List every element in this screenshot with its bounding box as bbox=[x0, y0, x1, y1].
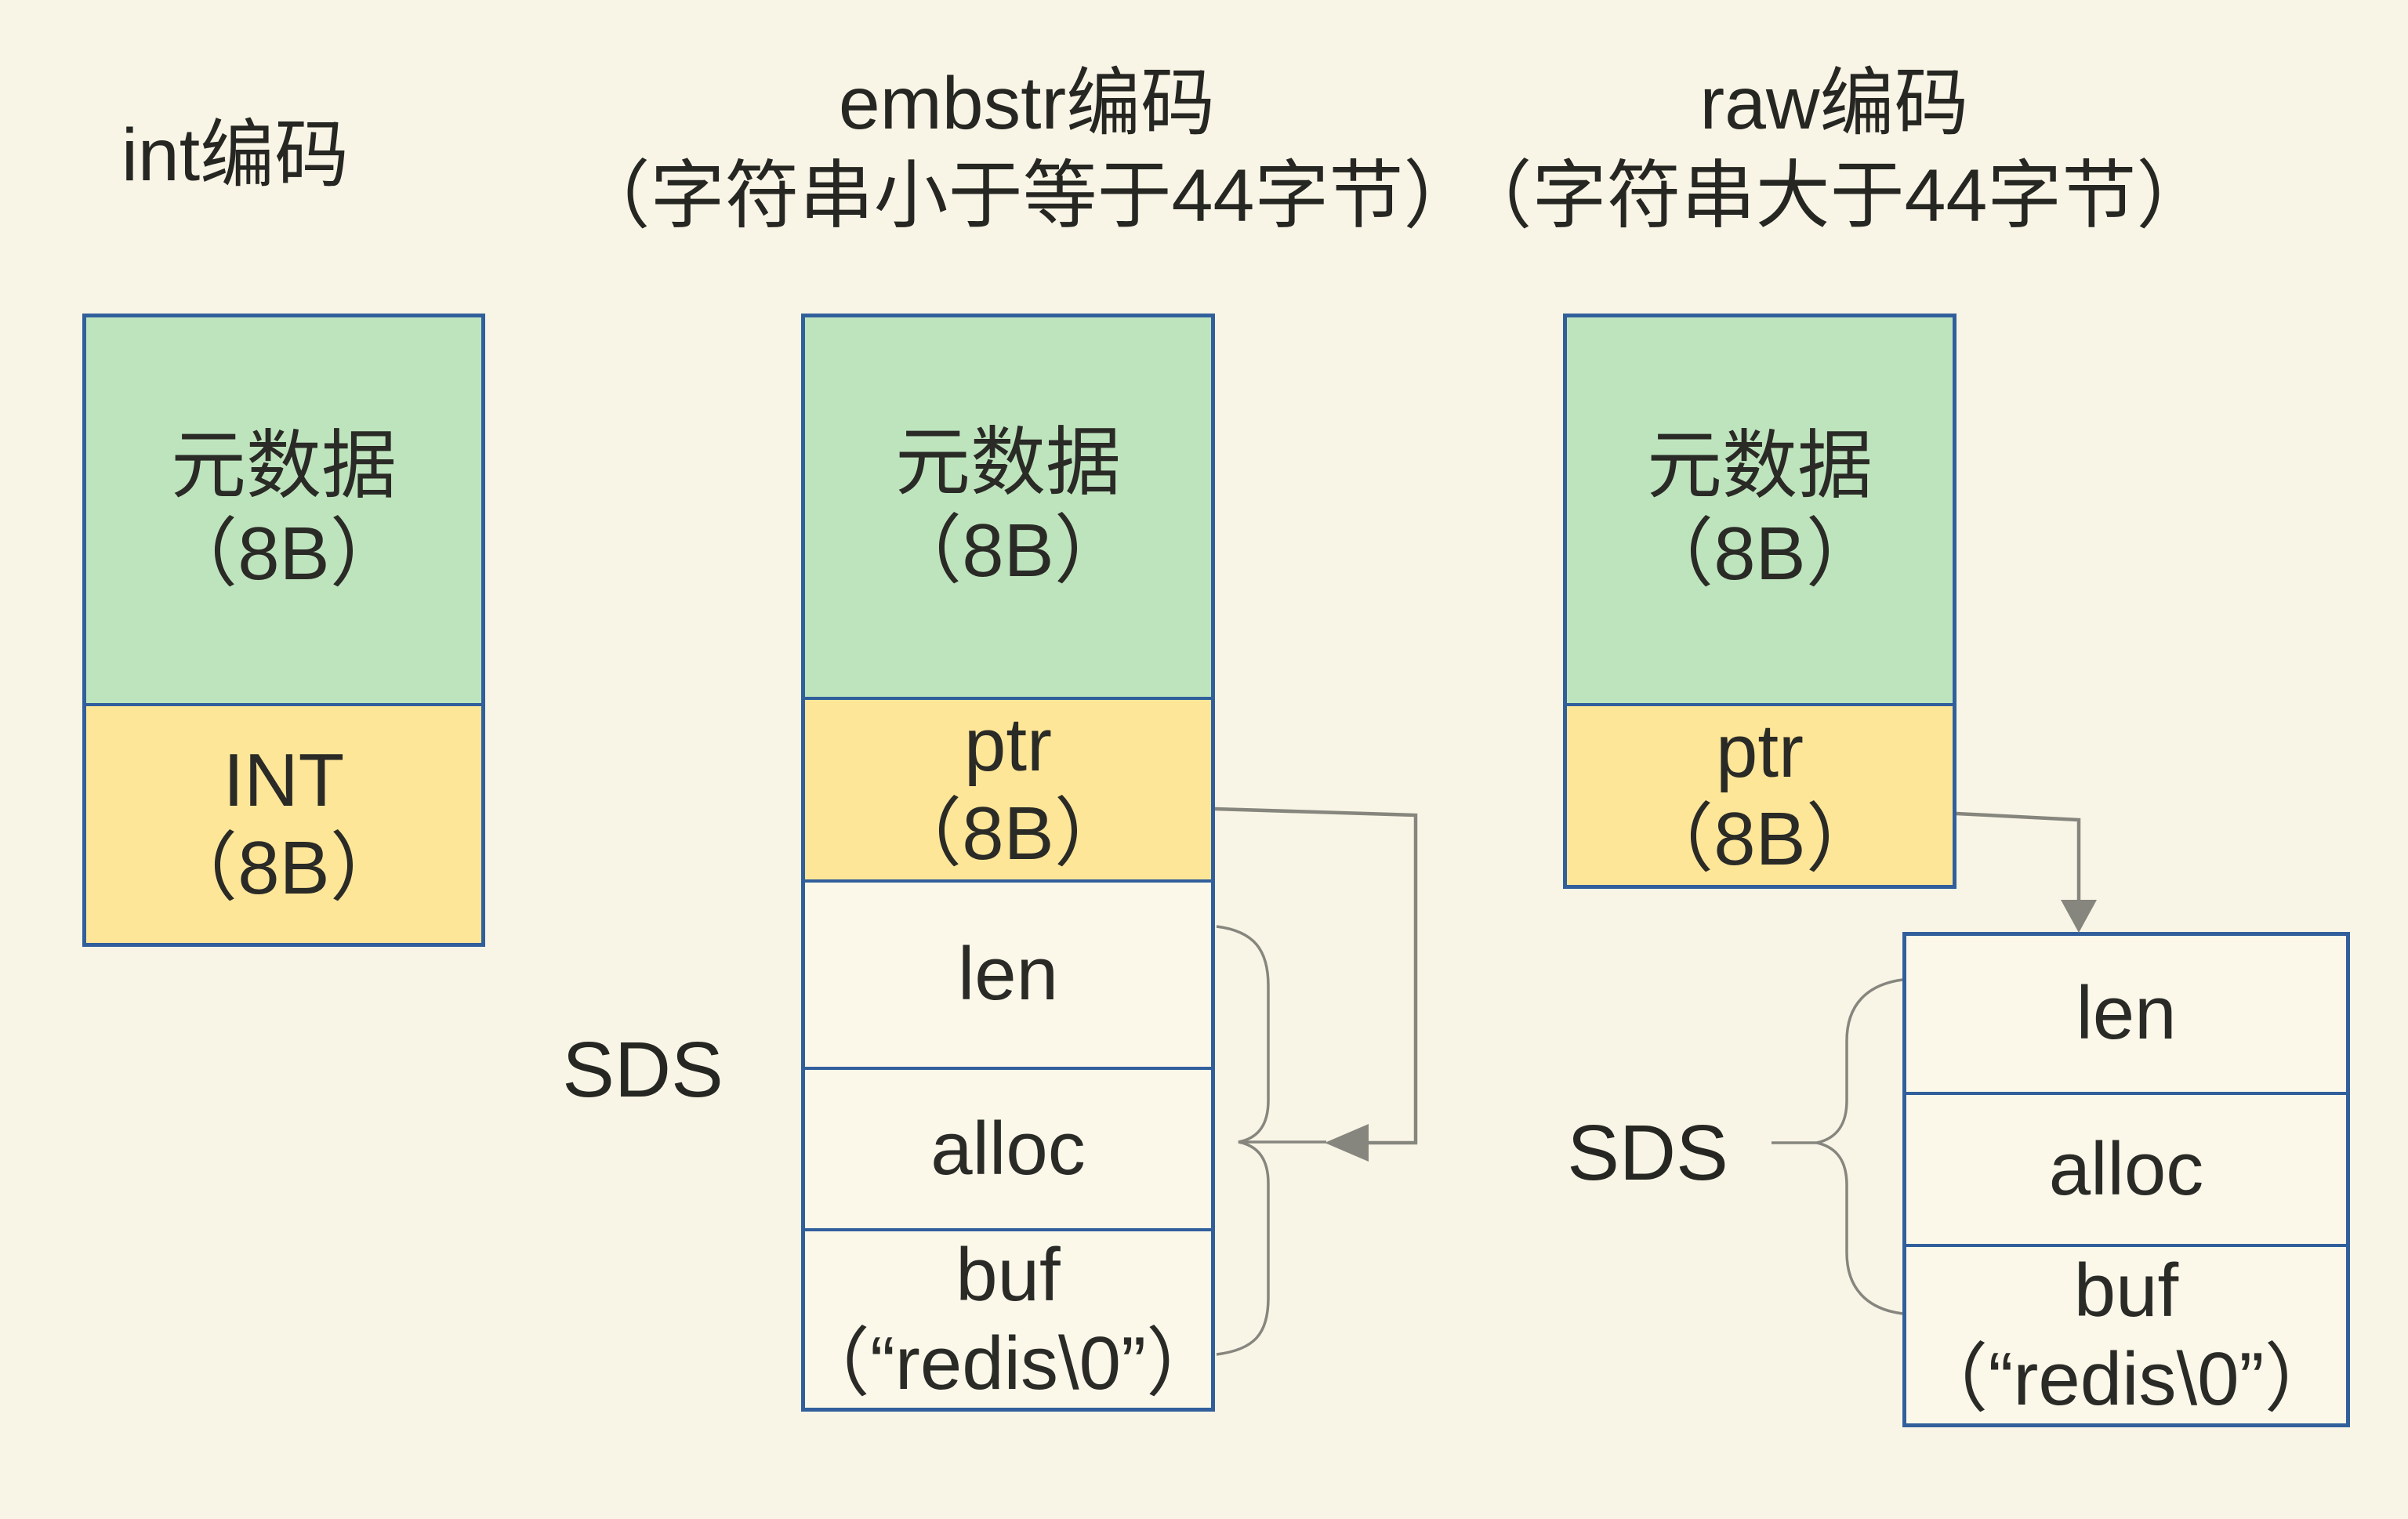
column-title-embstr: embstr编码 （字符串小于等于44字节） bbox=[557, 58, 1497, 243]
raw-sds-struct-box: len alloc buf （“redis\0”） bbox=[1902, 932, 2350, 1427]
raw-sds-label: SDS bbox=[1567, 1109, 1728, 1197]
raw-sds-len-cell: len bbox=[1906, 936, 2346, 1092]
embstr-arrowhead-left-icon bbox=[1325, 1124, 1369, 1162]
embstr-sds-len-label: len bbox=[957, 932, 1059, 1017]
raw-sds-alloc-cell: alloc bbox=[1906, 1091, 2346, 1245]
embstr-sds-buf-label: buf bbox=[956, 1233, 1061, 1318]
raw-sds-brace-icon bbox=[1816, 978, 1903, 1315]
embstr-ptr-connector-line bbox=[1214, 807, 1418, 1145]
raw-object-box: 元数据 （8B） ptr （8B） bbox=[1563, 314, 1956, 889]
int-field-cell: INT （8B） bbox=[86, 703, 481, 943]
embstr-ptr-label: ptr bbox=[963, 703, 1053, 788]
raw-arrowhead-down-icon bbox=[2061, 900, 2097, 933]
raw-ptr-cell: ptr （8B） bbox=[1567, 703, 1953, 885]
title-int-line1: int编码 bbox=[121, 114, 350, 197]
raw-sds-buf-value: （“redis\0”） bbox=[1913, 1336, 2340, 1421]
raw-sds-alloc-label: alloc bbox=[2048, 1126, 2204, 1211]
int-meta-label: 元数据 bbox=[171, 423, 397, 508]
raw-ptr-label: ptr bbox=[1715, 709, 1804, 793]
embstr-meta-label: 元数据 bbox=[895, 420, 1121, 505]
raw-meta-size: （8B） bbox=[1638, 512, 1881, 596]
embstr-sds-buf-cell: buf （“redis\0”） bbox=[795, 1228, 1221, 1408]
raw-meta-label: 元数据 bbox=[1647, 423, 1873, 508]
embstr-sds-alloc-label: alloc bbox=[930, 1106, 1086, 1191]
embstr-sds-brace-icon bbox=[1216, 925, 1270, 1356]
embstr-sds-len-cell: len bbox=[805, 879, 1211, 1067]
raw-sds-buf-cell: buf （“redis\0”） bbox=[1906, 1244, 2346, 1423]
embstr-sds-label: SDS bbox=[562, 1026, 723, 1114]
raw-sds-len-label: len bbox=[2076, 971, 2177, 1056]
embstr-meta-cell: 元数据 （8B） bbox=[805, 317, 1211, 698]
title-raw-line1: raw编码 bbox=[1699, 62, 1969, 145]
column-title-int: int编码 bbox=[47, 110, 423, 202]
column-title-raw: raw编码 （字符串大于44字节） bbox=[1442, 58, 2226, 243]
int-field-size: （8B） bbox=[162, 826, 405, 910]
raw-meta-cell: 元数据 （8B） bbox=[1567, 317, 1953, 703]
embstr-ptr-size: （8B） bbox=[887, 791, 1130, 876]
int-object-box: 元数据 （8B） INT （8B） bbox=[82, 314, 485, 947]
raw-ptr-connector-line bbox=[1956, 811, 2081, 901]
raw-sds-buf-label: buf bbox=[2073, 1249, 2179, 1333]
embstr-sds-buf-value: （“redis\0”） bbox=[794, 1321, 1222, 1405]
title-embstr-line1: embstr编码 bbox=[838, 62, 1216, 145]
title-embstr-line2: （字符串小于等于44字节） bbox=[575, 154, 1478, 237]
embstr-meta-size: （8B） bbox=[887, 509, 1130, 593]
title-raw-line2: （字符串大于44字节） bbox=[1457, 154, 2211, 237]
int-meta-cell: 元数据 （8B） bbox=[86, 317, 481, 703]
int-field-label: INT bbox=[223, 738, 345, 822]
embstr-ptr-cell: ptr （8B） bbox=[805, 697, 1211, 880]
raw-ptr-size: （8B） bbox=[1638, 797, 1881, 881]
embstr-sds-alloc-cell: alloc bbox=[805, 1066, 1211, 1229]
embstr-object-box: 元数据 （8B） ptr （8B） len alloc buf （“redis\… bbox=[795, 314, 1221, 1412]
int-meta-size: （8B） bbox=[162, 512, 405, 596]
